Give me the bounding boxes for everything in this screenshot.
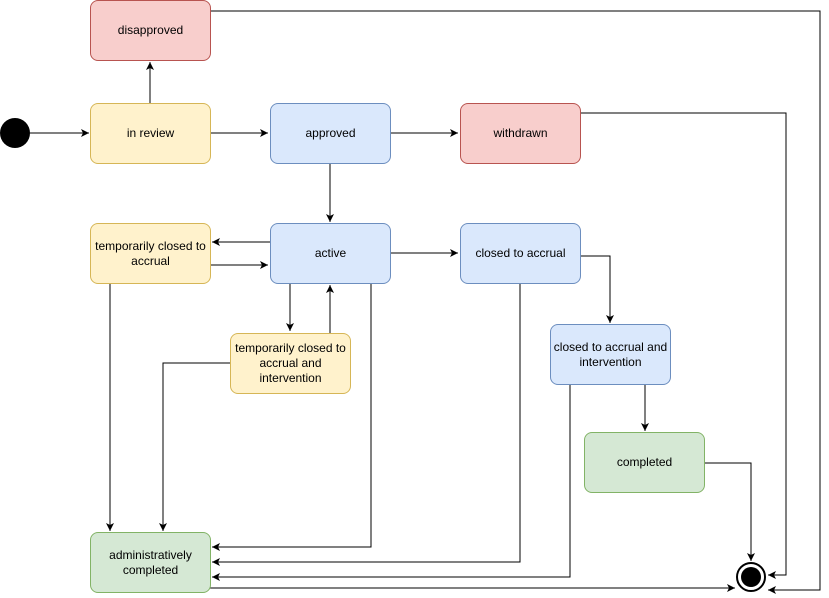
state-active[interactable]: active [270,223,391,284]
state-label: temporarily closed to accrual [95,238,206,268]
state-label: completed [616,455,673,469]
state-closed-to-accrual[interactable]: closed to accrual [460,223,581,284]
edge-completed-to-end [705,462,755,561]
edge-closed-intervention-to-admin-completed [212,384,571,581]
state-temporarily-closed-to-accrual-and-intervention[interactable]: temporarily closed to accrual and interv… [230,333,351,394]
state-label: administratively completed [109,547,192,577]
state-approved[interactable]: approved [270,103,391,164]
final-state-core [741,567,761,587]
final-state [736,562,766,592]
initial-state [0,118,30,148]
state-in-review[interactable]: in review [90,103,211,164]
state-closed-to-accrual-and-intervention[interactable]: closed to accrual and intervention [550,324,671,385]
state-label: disapproved [117,23,184,37]
state-label: in review [126,126,175,140]
edge-withdrawn-to-end [580,112,787,579]
edge-temp-closed-intervention-to-admin-completed [159,362,230,531]
edge-closed-accrual-to-admin-completed [212,283,521,566]
state-label: withdrawn [493,126,548,140]
state-completed[interactable]: completed [584,432,705,493]
state-label: closed to accrual [475,246,566,260]
state-administratively-completed[interactable]: administratively completed [90,532,211,593]
state-disapproved[interactable]: disapproved [90,0,211,61]
state-label: active [314,246,347,260]
state-temporarily-closed-to-accrual[interactable]: temporarily closed to accrual [90,223,211,284]
state-label: temporarily closed to accrual and interv… [235,341,346,385]
state-withdrawn[interactable]: withdrawn [460,103,581,164]
edge-closed-accrual-to-closed-intervention [580,255,614,323]
state-label: approved [305,126,356,140]
state-label: closed to accrual and intervention [553,339,668,369]
edge-disapproved-to-end [210,10,821,594]
edge-active-to-admin-completed [212,283,372,551]
